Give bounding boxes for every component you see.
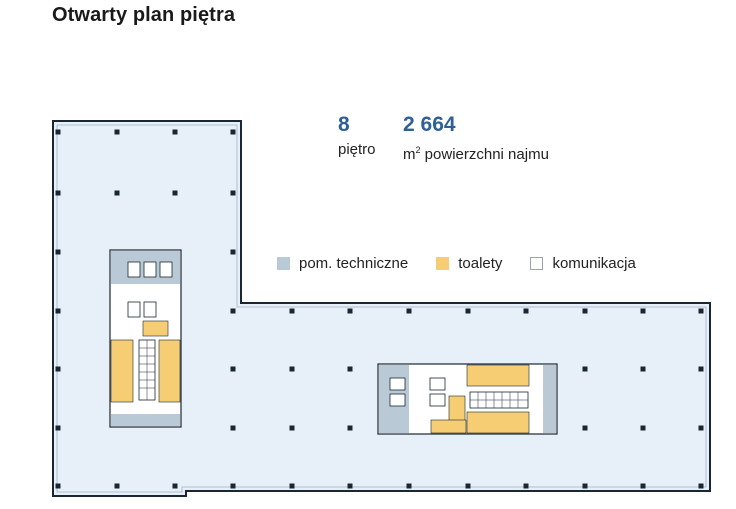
column-dot [114, 190, 120, 196]
column-dot [289, 308, 295, 314]
floor-number-value: 8 [338, 113, 350, 136]
column-dot [55, 483, 61, 489]
column-dot [55, 249, 61, 255]
column-dot [172, 129, 178, 135]
legend-label-communication: komunikacja [552, 255, 636, 272]
stairs-right-steps [470, 392, 528, 408]
column-dot [230, 129, 236, 135]
elevator-7 [389, 393, 406, 407]
legend-label-toilets: toalety [458, 255, 503, 272]
column-dot [230, 190, 236, 196]
elevator-2 [143, 261, 157, 278]
column-dot [289, 425, 295, 431]
toilet-block-6 [466, 411, 530, 434]
column-dot [55, 366, 61, 372]
stairs-left-steps [139, 340, 155, 400]
floor-number-label: piętro [338, 141, 376, 158]
column-dot [582, 483, 588, 489]
column-dot [640, 308, 646, 314]
column-dot [640, 366, 646, 372]
rentable-area-label: m2 powierzchni najmu [403, 141, 549, 164]
column-dot [406, 483, 412, 489]
floor-inner-outline [56, 124, 707, 493]
column-dot [289, 366, 295, 372]
column-dot [55, 190, 61, 196]
column-dot [640, 483, 646, 489]
toilet-block-5 [448, 395, 466, 422]
column-dot [640, 425, 646, 431]
core-left-tech-bottom [111, 414, 180, 426]
column-dot [347, 366, 353, 372]
column-dot [230, 483, 236, 489]
column-dot [698, 366, 704, 372]
area-unit-exponent: 2 [415, 145, 421, 155]
column-dot [172, 190, 178, 196]
column-dot [289, 483, 295, 489]
column-dot [55, 308, 61, 314]
column-dot [523, 308, 529, 314]
page-title: Otwarty plan piętra [52, 4, 236, 26]
legend-item-communication: komunikacja [530, 255, 636, 272]
toilet-block-7 [430, 419, 467, 434]
column-dot [347, 483, 353, 489]
elevator-4 [127, 301, 141, 318]
area-unit: m [403, 146, 416, 163]
column-grid [55, 129, 704, 489]
column-dot [230, 308, 236, 314]
column-dot [523, 483, 529, 489]
column-dot [114, 129, 120, 135]
elevator-8 [429, 377, 446, 391]
column-dot [698, 308, 704, 314]
core-left [109, 249, 182, 428]
floor-number-stat: 8 piętro [338, 113, 376, 159]
elevator-5 [143, 301, 157, 318]
legend-item-toilets: toalety [436, 255, 502, 272]
legend-swatch-technical [277, 257, 290, 270]
column-dot [698, 425, 704, 431]
toilet-block-1 [142, 320, 169, 337]
rentable-area-value: 2 664 [403, 113, 456, 136]
rentable-area-stat: 2 664 m2 powierzchni najmu [403, 113, 549, 164]
column-dot [347, 425, 353, 431]
toilet-block-2 [110, 339, 134, 403]
legend-swatch-toilets [436, 257, 450, 270]
column-dot [230, 425, 236, 431]
column-dot [347, 308, 353, 314]
column-dot [582, 425, 588, 431]
column-dot [172, 483, 178, 489]
core-right-tech-right [543, 365, 556, 433]
legend: pom. techniczne toalety komunikacja [277, 255, 664, 272]
toilet-block-4 [466, 364, 530, 387]
legend-item-technical: pom. techniczne [277, 255, 408, 272]
column-dot [55, 129, 61, 135]
column-dot [465, 308, 471, 314]
column-dot [698, 483, 704, 489]
legend-swatch-communication [530, 257, 544, 270]
column-dot [230, 249, 236, 255]
column-dot [406, 308, 412, 314]
column-dot [230, 366, 236, 372]
legend-label-technical: pom. techniczne [299, 255, 409, 272]
column-dot [582, 308, 588, 314]
column-dot [465, 483, 471, 489]
column-dot [55, 425, 61, 431]
column-dot [114, 483, 120, 489]
area-label-text: powierzchni najmu [420, 146, 549, 163]
toilet-block-3 [158, 339, 181, 403]
column-dot [582, 366, 588, 372]
elevator-6 [389, 377, 406, 391]
core-right [377, 363, 558, 435]
elevator-1 [127, 261, 141, 278]
elevator-9 [429, 393, 446, 407]
elevator-3 [159, 261, 173, 278]
